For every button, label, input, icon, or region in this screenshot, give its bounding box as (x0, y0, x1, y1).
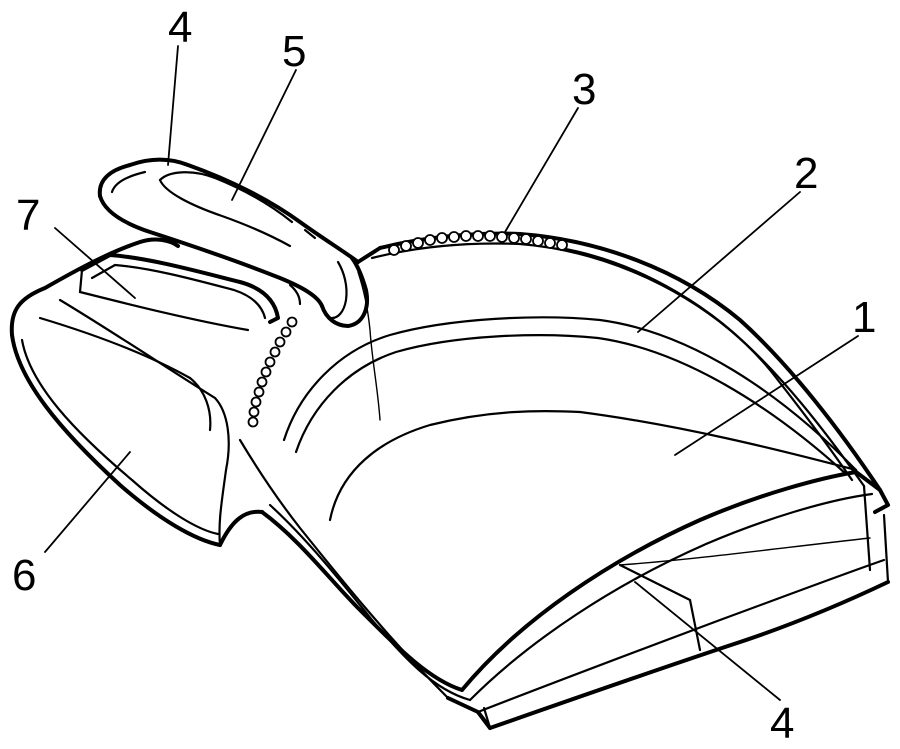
leader-1 (674, 335, 859, 456)
leader-5 (231, 69, 297, 201)
leader-4-top (167, 45, 179, 166)
label-3: 3 (572, 65, 596, 114)
label-7: 7 (16, 191, 40, 240)
rear-grip-body (9, 237, 264, 547)
leader-lines (44, 45, 859, 701)
label-4-top: 4 (168, 3, 192, 52)
label-5: 5 (282, 27, 306, 76)
leader-3 (504, 107, 579, 233)
leader-7 (54, 227, 136, 299)
leader-6 (44, 451, 131, 553)
label-1: 1 (852, 293, 876, 342)
leader-2 (637, 191, 801, 333)
callout-labels: 4 5 3 2 7 1 6 4 (12, 3, 876, 748)
label-6: 6 (12, 551, 36, 600)
beaded-ridge (247, 230, 568, 428)
top-handle (97, 157, 369, 328)
leader-4-bottom (634, 581, 781, 701)
label-2: 2 (794, 149, 818, 198)
grip-window (78, 253, 280, 332)
scoop-body (238, 231, 890, 730)
label-4-bottom: 4 (770, 699, 794, 748)
